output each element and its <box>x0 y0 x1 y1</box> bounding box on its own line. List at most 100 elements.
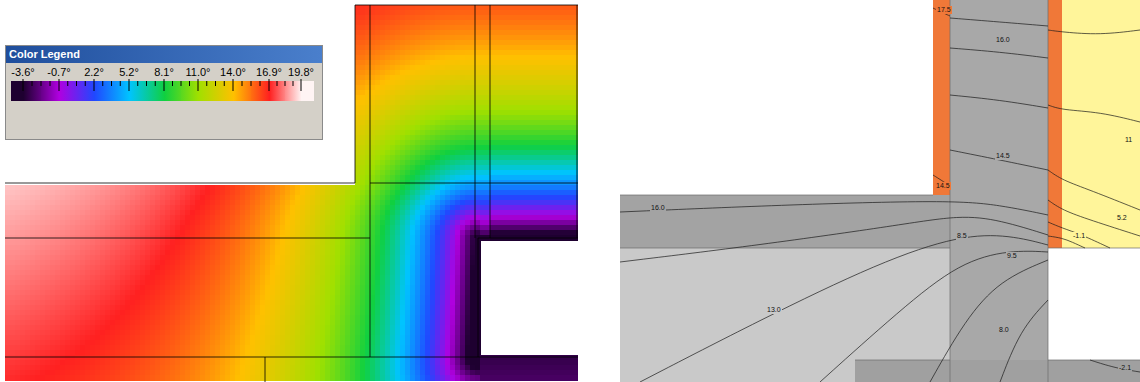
field-cell <box>155 260 161 266</box>
field-cell <box>145 305 151 311</box>
field-cell <box>80 260 86 266</box>
field-cell <box>220 310 226 316</box>
field-cell <box>155 305 161 311</box>
field-cell <box>40 355 46 361</box>
field-cell <box>145 300 151 306</box>
field-cell <box>15 270 21 276</box>
field-cell <box>80 265 86 271</box>
field-cell <box>45 330 51 336</box>
field-cell <box>195 270 201 276</box>
field-cell <box>80 335 86 341</box>
field-cell <box>130 195 136 201</box>
field-cell <box>75 225 81 231</box>
field-cell <box>60 360 66 366</box>
field-cell <box>45 350 51 356</box>
field-cell <box>200 345 206 351</box>
field-cell <box>150 220 156 226</box>
field-cell <box>220 320 226 326</box>
field-cell <box>125 275 131 281</box>
field-cell <box>200 290 206 296</box>
field-cell <box>255 330 261 336</box>
field-cell <box>165 245 171 251</box>
field-cell <box>10 240 16 246</box>
field-cell <box>5 295 11 301</box>
field-cell <box>120 255 126 261</box>
field-cell <box>35 265 41 271</box>
field-cell <box>175 275 181 281</box>
field-cell <box>235 195 241 201</box>
field-cell <box>170 375 176 381</box>
field-cell <box>210 300 216 306</box>
field-cell <box>150 285 156 291</box>
field-cell <box>15 240 21 246</box>
field-cell <box>180 275 186 281</box>
field-cell <box>20 375 26 381</box>
field-cell <box>195 185 201 191</box>
field-cell <box>225 355 231 361</box>
field-cell <box>170 350 176 356</box>
field-cell <box>110 255 116 261</box>
field-cell <box>140 245 146 251</box>
field-cell <box>165 335 171 341</box>
field-cell <box>40 305 46 311</box>
field-cell <box>170 290 176 296</box>
field-cell <box>120 265 126 271</box>
field-cell <box>240 370 246 376</box>
field-cell <box>5 220 11 226</box>
field-cell <box>50 330 56 336</box>
field-cell <box>235 355 241 361</box>
field-cell <box>130 320 136 326</box>
field-cell <box>225 290 231 296</box>
field-cell <box>165 290 171 296</box>
field-cell <box>35 205 41 211</box>
field-cell <box>45 315 51 321</box>
field-cell <box>55 200 61 206</box>
field-cell <box>200 365 206 371</box>
field-cell <box>185 295 191 301</box>
field-cell <box>225 270 231 276</box>
field-cell <box>235 290 241 296</box>
field-cell <box>70 300 76 306</box>
field-cell <box>185 330 191 336</box>
field-cell <box>155 315 161 321</box>
field-cell <box>145 185 151 191</box>
field-cell <box>30 325 36 331</box>
field-cell <box>105 280 111 286</box>
field-cell <box>5 260 11 266</box>
field-cell <box>60 280 66 286</box>
field-cell <box>160 240 166 246</box>
field-cell <box>260 205 266 211</box>
field-cell <box>120 285 126 291</box>
field-cell <box>150 225 156 231</box>
field-cell <box>5 300 11 306</box>
field-cell <box>115 335 121 341</box>
field-cell <box>140 225 146 231</box>
field-cell <box>20 240 26 246</box>
field-cell <box>125 370 131 376</box>
field-cell <box>135 230 141 236</box>
field-cell <box>75 325 81 331</box>
field-cell <box>145 375 151 381</box>
field-cell <box>135 355 141 361</box>
field-cell <box>155 370 161 376</box>
field-cell <box>220 200 226 206</box>
field-cell <box>30 345 36 351</box>
field-cell <box>90 360 96 366</box>
field-cell <box>135 365 141 371</box>
field-cell <box>210 355 216 361</box>
field-cell <box>95 195 101 201</box>
field-cell <box>125 345 131 351</box>
field-cell <box>65 210 71 216</box>
field-cell <box>65 220 71 226</box>
field-cell <box>235 240 241 246</box>
field-cell <box>225 320 231 326</box>
field-cell <box>80 295 86 301</box>
field-cell <box>110 190 116 196</box>
field-cell <box>95 255 101 261</box>
field-cell <box>205 255 211 261</box>
field-cell <box>45 285 51 291</box>
field-cell <box>210 285 216 291</box>
field-cell <box>150 245 156 251</box>
field-cell <box>130 330 136 336</box>
field-cell <box>140 250 146 256</box>
